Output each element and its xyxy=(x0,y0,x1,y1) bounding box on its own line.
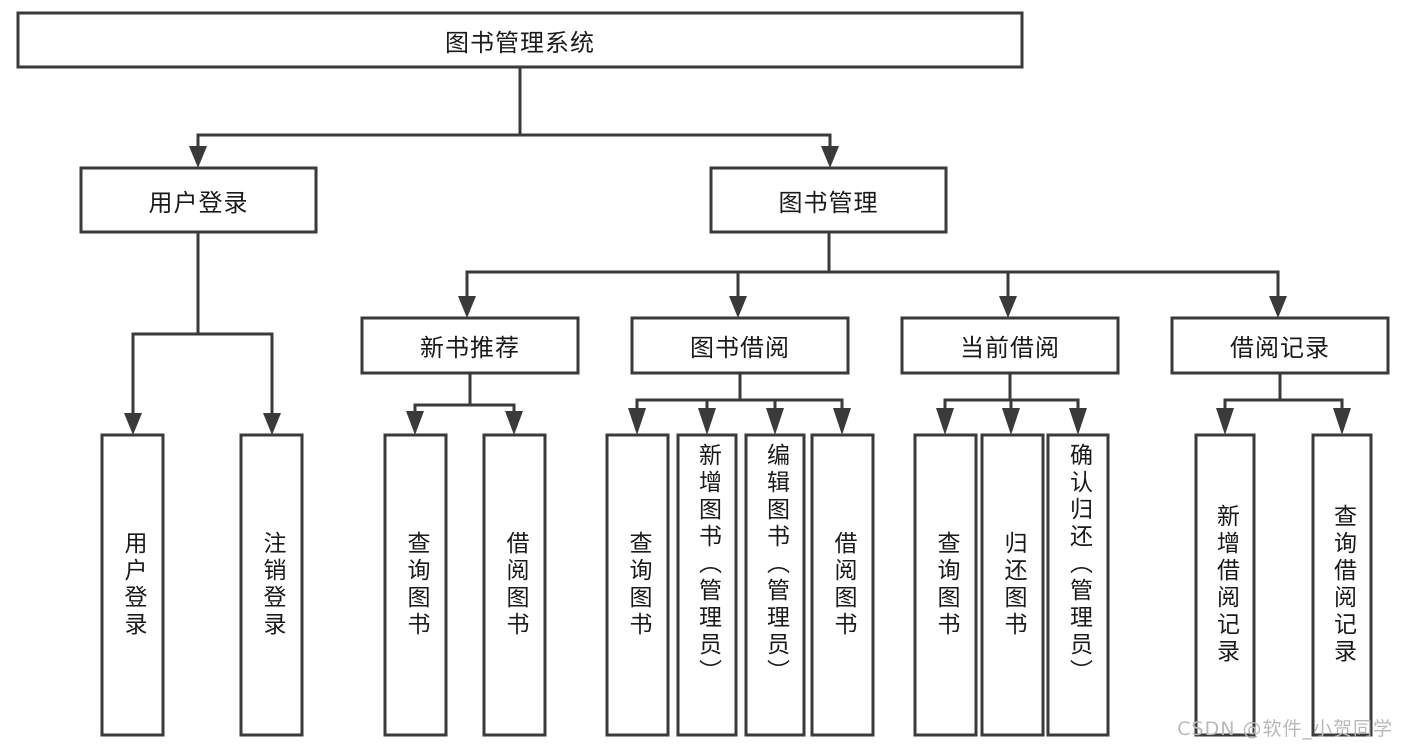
arrow-newbook-to-leaf1-icon xyxy=(406,411,424,435)
node-root[interactable] xyxy=(16,11,1024,69)
arrow-borrow-to-leaf3-icon xyxy=(766,408,784,435)
node-leaf-user-login[interactable] xyxy=(100,433,165,737)
edge-group-bookmgmt xyxy=(458,230,1287,318)
node-leaf-new-borrow[interactable] xyxy=(482,433,547,737)
arrow-borrow-to-leaf4-icon xyxy=(833,408,851,435)
node-leaf-borrow-add[interactable] xyxy=(676,433,738,737)
node-leaf-borrow-lend[interactable] xyxy=(810,433,875,737)
edge-group-current xyxy=(936,371,1087,435)
arrow-current-to-leaf3-icon xyxy=(1069,408,1087,435)
arrow-login-to-leaf1-icon xyxy=(124,413,142,435)
arrow-current-to-leaf2-icon xyxy=(1002,408,1020,435)
edge-group-records xyxy=(1216,371,1351,435)
node-leaf-current-query[interactable] xyxy=(913,433,978,737)
node-bookmgmt[interactable] xyxy=(709,166,948,234)
node-leaf-borrow-query[interactable] xyxy=(605,433,670,737)
node-leaf-user-logout[interactable] xyxy=(239,433,304,737)
node-records[interactable] xyxy=(1170,316,1390,375)
node-borrow[interactable] xyxy=(630,316,850,375)
arrow-newbook-to-leaf2-icon xyxy=(505,411,523,435)
edge-group-root xyxy=(189,65,839,168)
arrow-records-to-leaf2-icon xyxy=(1333,408,1351,435)
arrow-borrow-to-leaf2-icon xyxy=(698,408,716,435)
arrow-login-to-leaf2-icon xyxy=(263,413,281,435)
edge-group-newbook xyxy=(406,371,523,435)
arrow-bookmgmt-to-current-icon xyxy=(999,296,1017,318)
node-leaf-record-query[interactable] xyxy=(1311,433,1373,737)
arrow-current-to-leaf1-icon xyxy=(936,408,954,435)
arrow-root-to-login-icon xyxy=(189,146,207,168)
node-current[interactable] xyxy=(900,316,1120,375)
node-leaf-record-add[interactable] xyxy=(1194,433,1256,737)
arrow-bookmgmt-to-borrow-icon xyxy=(729,296,747,318)
arrow-records-to-leaf1-icon xyxy=(1216,408,1234,435)
arrow-root-to-bookmgmt-icon xyxy=(821,146,839,168)
node-leaf-current-confirm[interactable] xyxy=(1046,433,1110,737)
arrow-bookmgmt-to-newbook-icon xyxy=(458,296,476,318)
arrow-borrow-to-leaf1-icon xyxy=(628,408,646,435)
edge-group-login xyxy=(124,230,281,435)
node-leaf-new-query[interactable] xyxy=(383,433,448,737)
node-login[interactable] xyxy=(79,166,318,234)
node-leaf-current-return[interactable] xyxy=(980,433,1045,737)
edge-group-borrow xyxy=(628,371,851,435)
node-newbook[interactable] xyxy=(360,316,580,375)
arrow-bookmgmt-to-records-icon xyxy=(1269,296,1287,318)
node-leaf-borrow-edit[interactable] xyxy=(744,433,806,737)
csdn-watermark: CSDN @软件_小贺同学 xyxy=(1177,718,1393,740)
